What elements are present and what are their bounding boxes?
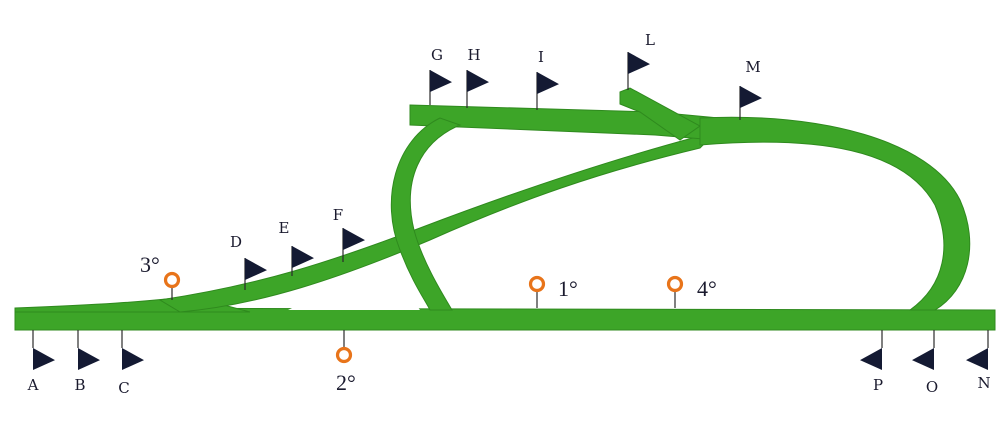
- flag-pennant-icon: [740, 86, 762, 108]
- flag-b: B: [74, 330, 100, 394]
- flag-pennant-icon: [912, 348, 934, 370]
- flag-d: D: [230, 233, 267, 290]
- marker-label: 3°: [140, 252, 160, 277]
- flag-label: D: [230, 233, 242, 251]
- distance-marker-m2: 2°: [335, 330, 356, 395]
- distance-marker-m3: 3°: [140, 252, 181, 300]
- flag-pennant-icon: [343, 228, 365, 250]
- marker-label: 2°: [336, 370, 356, 395]
- flag-o: O: [912, 330, 938, 396]
- flag-label: O: [926, 378, 938, 396]
- flag-p: P: [860, 330, 883, 394]
- flag-pennant-icon: [122, 348, 144, 370]
- flag-label: H: [467, 46, 480, 64]
- flag-pennant-icon: [245, 258, 267, 280]
- flag-f: F: [333, 206, 365, 262]
- flag-pennant-icon: [467, 70, 489, 92]
- flag-e: E: [279, 219, 314, 276]
- track-right-loop: [699, 116, 971, 311]
- marker-label: 4°: [697, 276, 717, 301]
- flag-a: A: [27, 330, 55, 394]
- flag-pennant-icon: [292, 246, 314, 268]
- marker-ring-icon: [335, 346, 353, 364]
- flag-label: B: [74, 376, 85, 394]
- track-infield-triangle: [288, 260, 420, 310]
- flag-g: G: [429, 46, 452, 105]
- flag-label: C: [118, 379, 129, 397]
- flag-label: N: [977, 374, 990, 392]
- flag-label: G: [431, 46, 443, 64]
- flag-label: F: [333, 206, 343, 224]
- flag-pennant-icon: [430, 70, 452, 92]
- flag-pennant-icon: [537, 72, 559, 94]
- flag-pennant-icon: [78, 348, 100, 370]
- flag-c: C: [118, 330, 144, 397]
- marker-ring-icon: [528, 275, 546, 293]
- marker-ring-icon: [666, 275, 684, 293]
- flag-l: L: [627, 31, 655, 90]
- flag-label: M: [745, 58, 760, 76]
- marker-ring-icon: [163, 271, 181, 289]
- flag-pennant-icon: [33, 348, 55, 370]
- flag-pennant-icon: [628, 52, 650, 74]
- flag-label: I: [538, 48, 544, 66]
- flag-pennant-icon: [860, 348, 882, 370]
- flag-label: E: [279, 219, 290, 237]
- distance-marker-m1: 1°: [528, 275, 578, 308]
- track-spur-L: [619, 87, 701, 141]
- flag-i: I: [536, 48, 559, 110]
- track-home-straight: [14, 307, 996, 331]
- flag-pennant-icon: [966, 348, 988, 370]
- flag-n: N: [966, 330, 991, 392]
- flag-label: P: [873, 376, 883, 394]
- track-left-loop: [390, 117, 462, 311]
- distance-marker-m4: 4°: [666, 275, 717, 308]
- racecourse-track: [14, 87, 996, 331]
- flag-label: A: [27, 376, 39, 394]
- marker-label: 1°: [558, 276, 578, 301]
- flag-label: L: [645, 31, 655, 49]
- flag-h: H: [466, 46, 489, 108]
- track-diagonal: [158, 125, 723, 313]
- flag-m: M: [739, 58, 762, 120]
